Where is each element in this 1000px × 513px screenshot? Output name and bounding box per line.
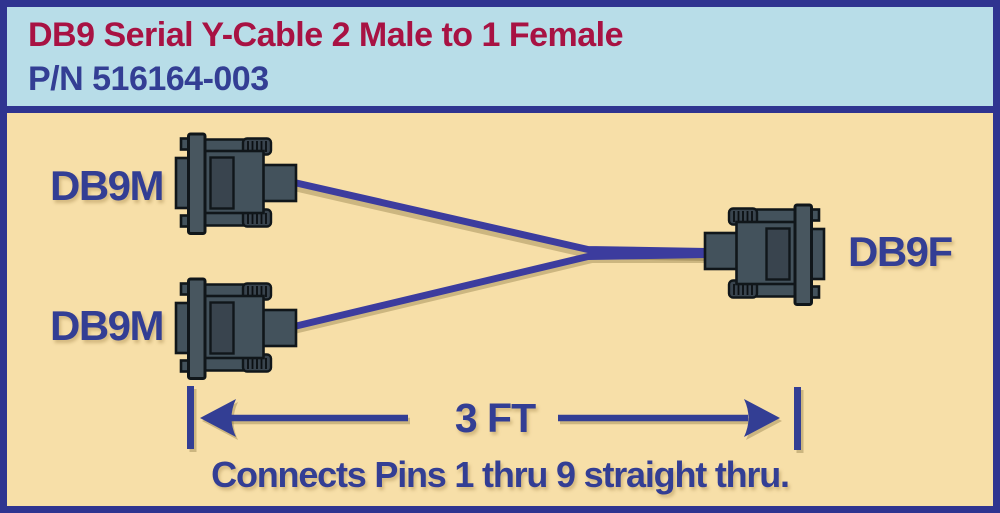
connector-db9m-bottom	[174, 277, 298, 380]
connector-db9m-top	[174, 132, 298, 235]
connector-db9f	[703, 203, 826, 306]
cable-bottom-leg	[291, 251, 708, 331]
page-title: DB9 Serial Y-Cable 2 Male to 1 Female	[28, 16, 624, 54]
length-label: 3 FT	[454, 395, 536, 441]
right-arrowhead-icon	[744, 399, 780, 437]
left-arrowhead-icon	[200, 399, 236, 437]
cable-shadow	[295, 256, 709, 334]
cable-top-leg	[291, 178, 708, 255]
header-banner: DB9 Serial Y-Cable 2 Male to 1 Female P/…	[7, 7, 993, 113]
label-db9m-bottom: DB9M	[50, 302, 165, 349]
label-db9f: DB9F	[848, 228, 953, 275]
dimension-3ft	[187, 386, 804, 453]
label-db9m-top: DB9M	[50, 162, 165, 209]
pinout-note: Connects Pins 1 thru 9 straight thru.	[211, 454, 790, 495]
part-number: P/N 516164-003	[28, 60, 269, 98]
